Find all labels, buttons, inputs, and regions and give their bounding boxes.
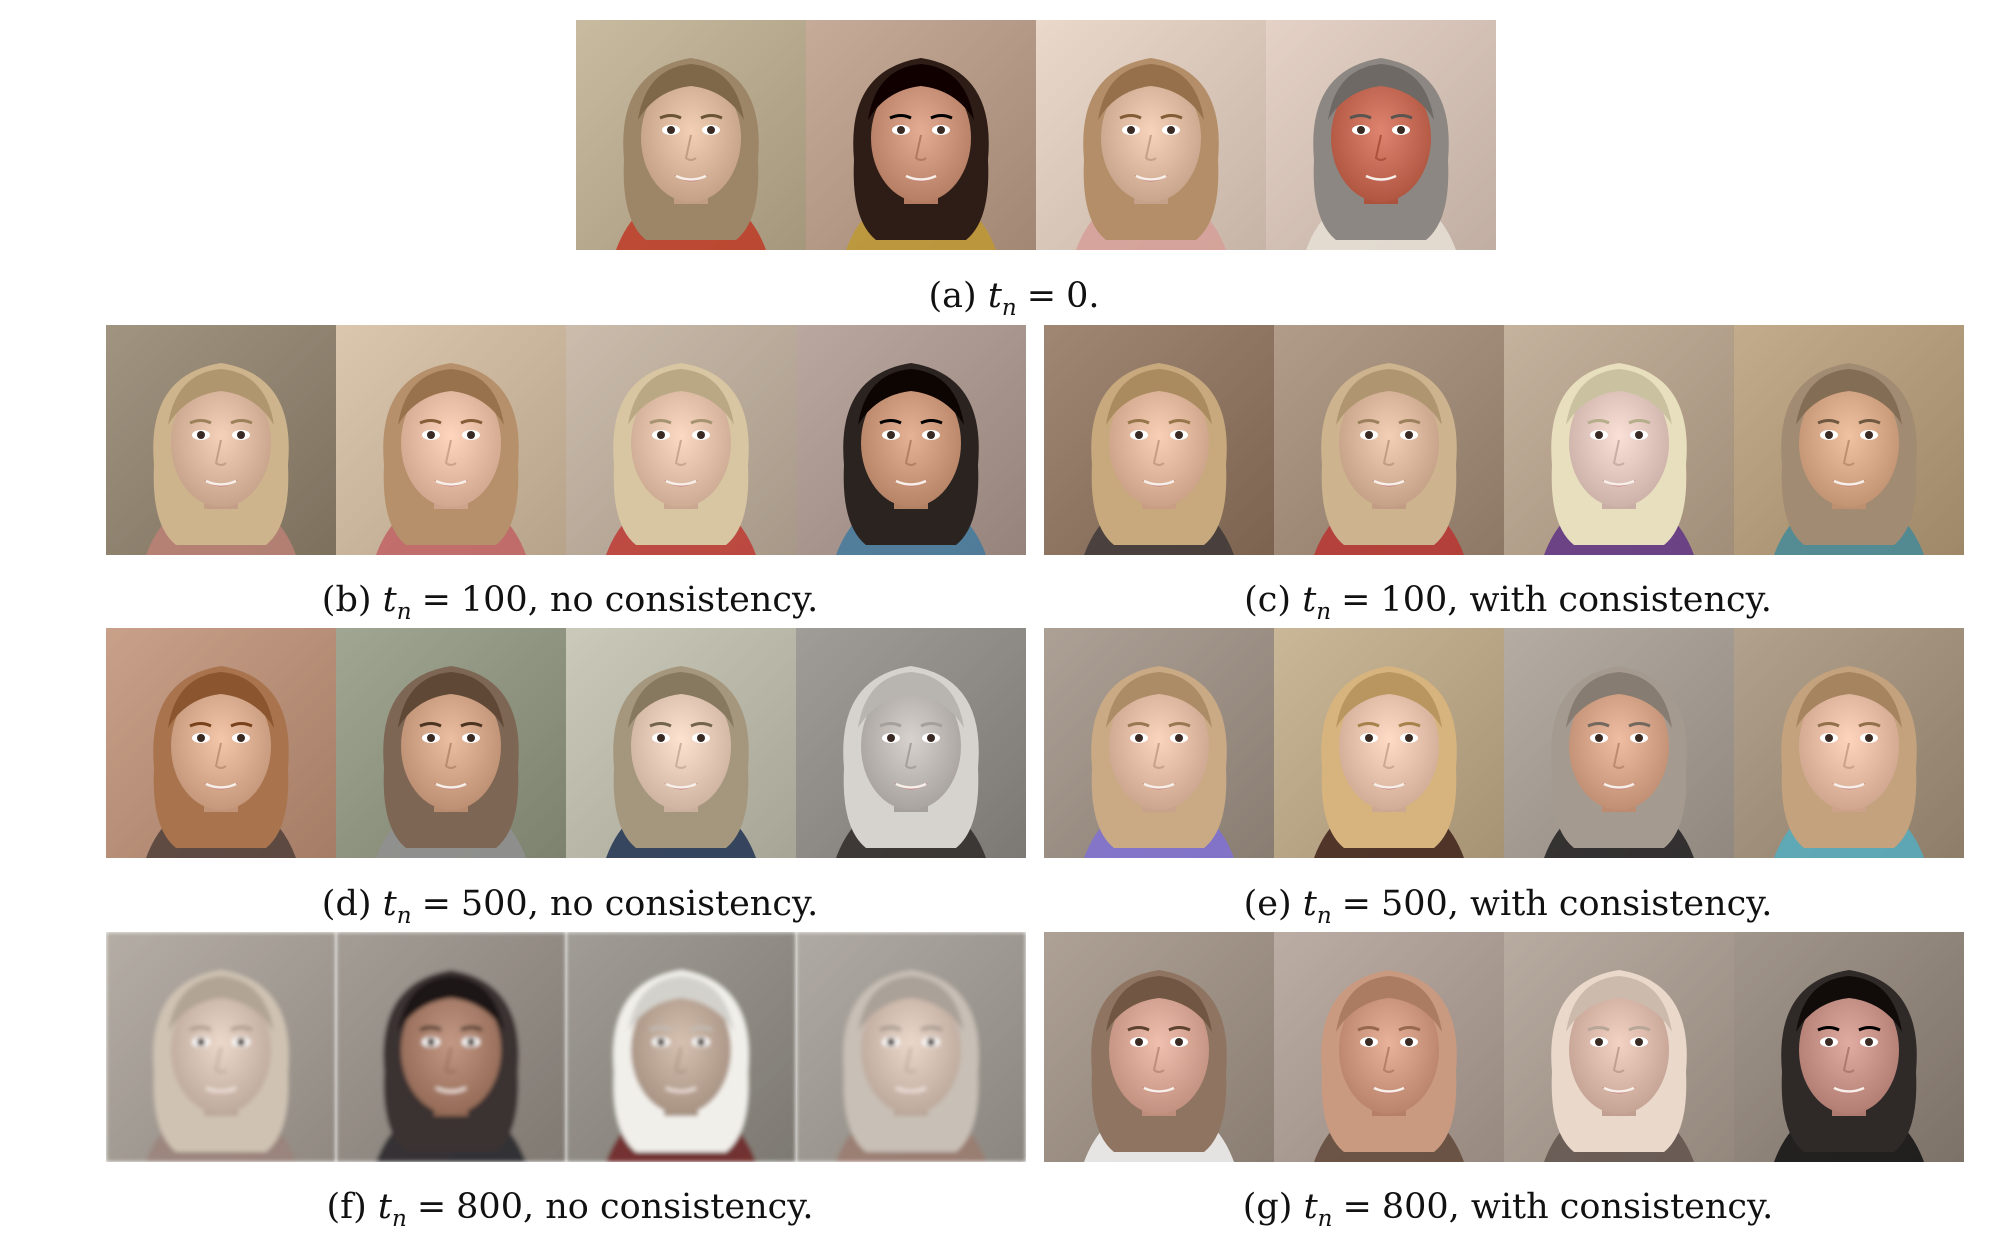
panel-c-caption: (c) tn =100, with consistency. (1244, 578, 1772, 626)
face-image (1044, 932, 1274, 1162)
panel-label: (a) (928, 276, 977, 316)
panel-b-caption: (b) tn =100, no consistency. (322, 578, 818, 626)
panel-label: (b) (321, 580, 372, 620)
panel-c-images (1044, 325, 1964, 555)
timestep-value: 100 (460, 580, 528, 620)
face-image (1504, 932, 1734, 1162)
face-image (1734, 932, 1964, 1162)
face-image (336, 628, 566, 858)
face-image (106, 932, 336, 1162)
face-image (1036, 20, 1266, 250)
caption-suffix: , no consistency. (522, 1187, 814, 1227)
variable-t: t (1302, 884, 1317, 924)
panel-f-images (106, 932, 1026, 1162)
face-image (566, 628, 796, 858)
caption-suffix: , with consistency. (1447, 884, 1773, 924)
variable-subscript: n (1316, 599, 1332, 625)
panel-label: (g) (1242, 1187, 1293, 1227)
equals-sign: = (1026, 276, 1057, 316)
face-image (336, 932, 566, 1162)
face-image (1274, 325, 1504, 555)
panel-f-caption: (f) tn =800, no consistency. (327, 1185, 814, 1233)
face-image (1274, 932, 1504, 1162)
variable-t: t (987, 276, 1002, 316)
panel-label: (e) (1243, 884, 1292, 924)
variable-t: t (382, 884, 397, 924)
caption-suffix: , with consistency. (1447, 580, 1772, 620)
timestep-value: 800 (1381, 1187, 1449, 1227)
face-image (1734, 325, 1964, 555)
face-image (796, 932, 1026, 1162)
face-image (1504, 325, 1734, 555)
variable-subscript: n (396, 903, 412, 929)
equals-sign: = (421, 580, 451, 620)
caption-suffix: , with consistency. (1448, 1187, 1774, 1227)
panel-label: (f) (326, 1187, 367, 1227)
panel-b-images (106, 325, 1026, 555)
face-image (566, 325, 796, 555)
equals-sign: = (1342, 1187, 1372, 1227)
face-image (1504, 628, 1734, 858)
face-image (806, 20, 1036, 250)
panel-g-caption: (g) tn =800, with consistency. (1243, 1185, 1774, 1233)
variable-t: t (1302, 580, 1317, 620)
panel-a-images (576, 20, 1496, 250)
face-image (1266, 20, 1496, 250)
timestep-value: 100 (1380, 580, 1448, 620)
face-image (106, 628, 336, 858)
face-image (1274, 628, 1504, 858)
variable-subscript: n (1317, 1206, 1333, 1232)
caption-suffix: , no consistency. (527, 884, 819, 924)
equals-sign: = (421, 884, 451, 924)
panel-g-images (1044, 932, 1964, 1162)
variable-subscript: n (392, 1206, 407, 1232)
panel-d-caption: (d) tn =500, no consistency. (322, 882, 818, 930)
face-image (566, 932, 796, 1162)
panel-a-caption: (a) tn =0. (929, 274, 1100, 322)
variable-subscript: n (1316, 903, 1332, 929)
caption-suffix: , no consistency. (527, 580, 819, 620)
face-image (106, 325, 336, 555)
caption-suffix: . (1088, 276, 1100, 316)
timestep-value: 800 (456, 1187, 523, 1227)
panel-e-images (1044, 628, 1964, 858)
equals-sign: = (416, 1187, 447, 1227)
face-image (1044, 628, 1274, 858)
panel-d-images (106, 628, 1026, 858)
face-image (796, 628, 1026, 858)
face-image (1734, 628, 1964, 858)
equals-sign: = (1341, 884, 1371, 924)
variable-subscript: n (1001, 295, 1017, 321)
variable-subscript: n (396, 599, 412, 625)
panel-label: (d) (321, 884, 372, 924)
timestep-value: 500 (1380, 884, 1448, 924)
face-image (796, 325, 1026, 555)
timestep-value: 0 (1066, 276, 1089, 316)
panel-e-caption: (e) tn =500, with consistency. (1244, 882, 1773, 930)
variable-t: t (382, 580, 397, 620)
timestep-value: 500 (460, 884, 528, 924)
variable-t: t (1303, 1187, 1318, 1227)
face-image (1044, 325, 1274, 555)
variable-t: t (377, 1187, 393, 1227)
equals-sign: = (1341, 580, 1371, 620)
face-image (336, 325, 566, 555)
face-image (576, 20, 806, 250)
panel-label: (c) (1244, 580, 1292, 620)
